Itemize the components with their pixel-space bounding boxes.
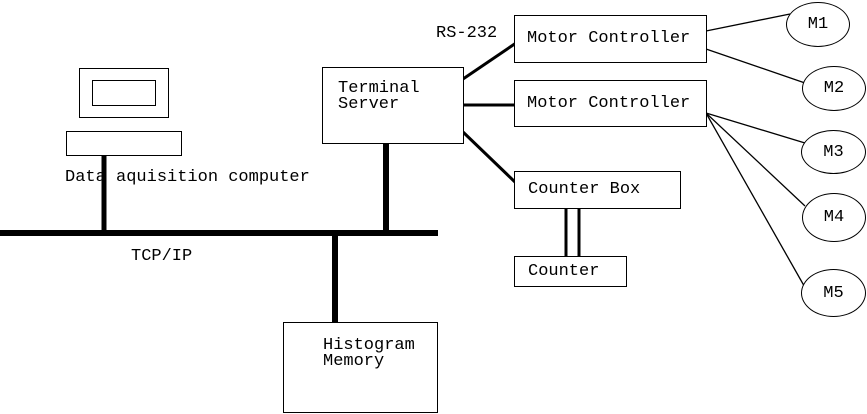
motor-m2-ellipse: M2: [802, 66, 866, 111]
computer-keyboard-icon: [66, 131, 182, 156]
terminal-server-label-line1: Terminal: [338, 79, 420, 98]
mc2-to-m4-line: [705, 112, 806, 207]
terminal-server-box: Terminal Server: [322, 67, 464, 144]
rs232-link-counter-box-line: [461, 130, 518, 185]
tcpip-label: TCP/IP: [131, 247, 193, 266]
histogram-memory-box: Histogram Memory: [283, 322, 438, 413]
mc1-to-m1-line: [705, 13, 791, 32]
computer-screen-icon: [92, 80, 156, 106]
motor-controller-2-label: Motor Controller: [527, 93, 691, 113]
counter-box-label: Counter Box: [528, 180, 641, 200]
mc2-to-m5-line: [705, 112, 808, 292]
computer-caption: Data aquisition computer: [65, 168, 310, 187]
motor-m1-ellipse: M1: [786, 2, 850, 47]
motor-m1-label: M1: [807, 15, 829, 34]
histogram-memory-label-line2: Memory: [323, 351, 385, 371]
motor-m4-ellipse: M4: [802, 193, 866, 242]
counter-label: Counter: [528, 261, 600, 281]
counter-box-box: Counter Box: [514, 171, 681, 209]
motor-m5-label: M5: [823, 283, 844, 303]
motor-controller-1-box: Motor Controller: [514, 15, 707, 63]
motor-controller-1-label: Motor Controller: [527, 29, 691, 49]
terminal-server-label-line2: Server: [338, 94, 400, 114]
mc1-to-m2-line: [705, 48, 806, 84]
motor-m5-ellipse: M5: [801, 269, 866, 317]
rs232-label: RS-232: [436, 24, 498, 43]
counter-box: Counter: [514, 256, 627, 287]
motor-m3-ellipse: M3: [801, 130, 866, 174]
histogram-memory-label-line1: Histogram: [323, 336, 415, 355]
rs232-link-motor-controller-1-line: [462, 41, 517, 81]
motor-m4-label: M4: [823, 208, 845, 227]
motor-controller-2-box: Motor Controller: [514, 80, 707, 127]
motor-m3-label: M3: [823, 142, 844, 162]
mc2-to-m3-line: [705, 112, 806, 144]
motor-m2-label: M2: [823, 79, 845, 98]
